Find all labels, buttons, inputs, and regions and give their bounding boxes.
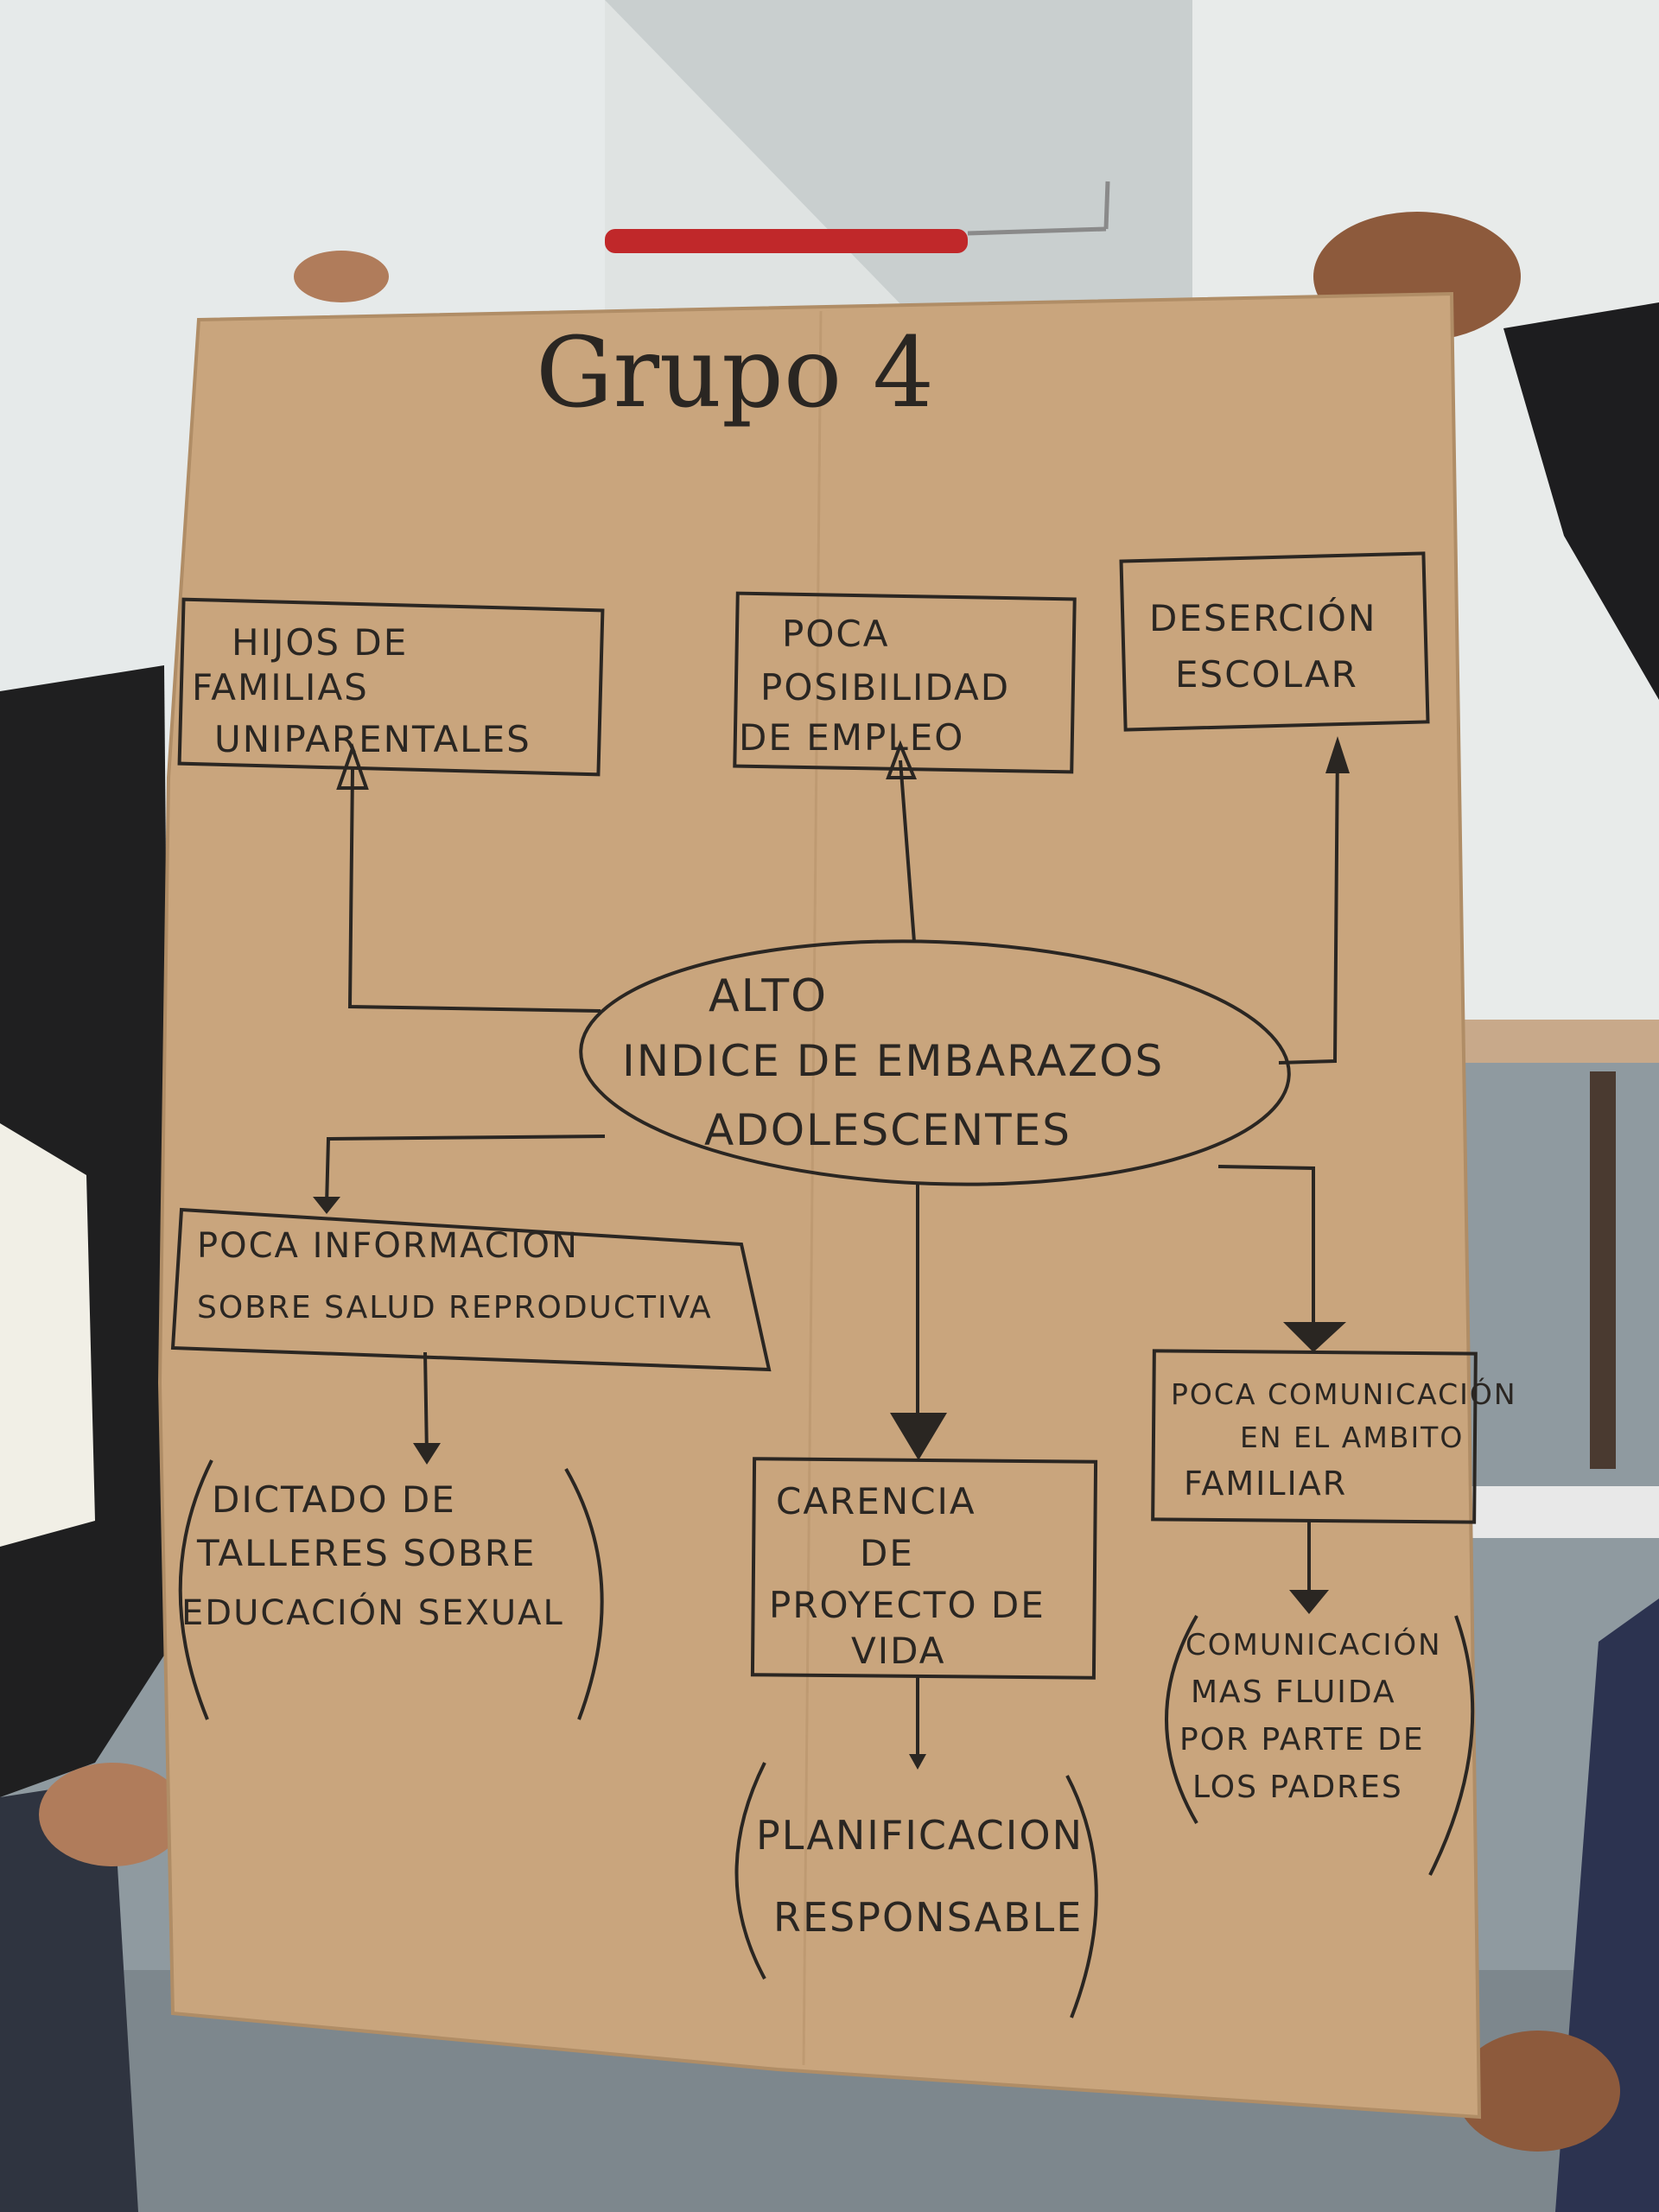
effect-box-1: HIJOS DE FAMILIAS UNIPARENTALES bbox=[177, 597, 605, 777]
solution-3-line-4: LOS PADRES bbox=[1192, 1770, 1403, 1805]
arrow-heads bbox=[313, 736, 1350, 1770]
person-right bbox=[1313, 212, 1659, 2212]
cause-3-line-3: FAMILIAR bbox=[1184, 1465, 1347, 1503]
cause-1-line-1: POCA INFORMACION bbox=[197, 1226, 579, 1266]
cause-box-2: CARENCIA DE PROYECTO DE VIDA bbox=[750, 1457, 1098, 1680]
cause-2-line-2: DE bbox=[860, 1532, 914, 1574]
effect-3-line-1: DESERCIÓN bbox=[1149, 596, 1376, 639]
cause-box-1: POCA INFORMACION SOBRE SALUD REPRODUCTIV… bbox=[170, 1207, 772, 1372]
effect-2-line-1: POCA bbox=[782, 613, 889, 655]
effect-2-line-2: POSIBILIDAD bbox=[760, 666, 1010, 709]
arrow-to-solution-1 bbox=[423, 1351, 429, 1457]
effect-3-line-2: ESCOLAR bbox=[1175, 653, 1358, 696]
cause-2-line-4: VIDA bbox=[851, 1630, 945, 1672]
arrowhead-cause-1 bbox=[313, 1197, 340, 1214]
solution-2-line-2: RESPONSABLE bbox=[773, 1894, 1083, 1941]
effect-2-line-3: DE EMPLEO bbox=[739, 716, 964, 759]
arrowhead-solution-1 bbox=[413, 1443, 441, 1465]
solution-3-line-3: POR PARTE DE bbox=[1179, 1722, 1425, 1758]
center-line-2: INDICE DE EMBARAZOS bbox=[622, 1036, 1164, 1086]
solution-3-line-2: MAS FLUIDA bbox=[1191, 1675, 1396, 1710]
person-left bbox=[0, 251, 389, 2212]
arrowhead-effect-3 bbox=[1325, 736, 1350, 773]
poster-fold bbox=[802, 310, 823, 2066]
solution-2: PLANIFICACION RESPONSABLE bbox=[734, 1762, 1098, 2018]
solution-2-line-1: PLANIFICACION bbox=[756, 1812, 1084, 1859]
effect-box-2: POCA POSIBILIDAD DE EMPLEO bbox=[733, 591, 1077, 774]
arrow-to-effect-1 bbox=[347, 768, 601, 1013]
cause-2-line-1: CARENCIA bbox=[776, 1480, 976, 1522]
cause-box-3: POCA COMUNICACIÓN EN EL AMBITO FAMILIAR bbox=[1151, 1349, 1517, 1524]
effect-1-line-3: UNIPARENTALES bbox=[214, 718, 531, 760]
central-problem-oval: ALTO INDICE DE EMBARAZOS ADOLESCENTES bbox=[579, 939, 1291, 1186]
cause-3-line-1: POCA COMUNICACIÓN bbox=[1171, 1376, 1517, 1411]
cause-1-line-2: SOBRE SALUD REPRODUCTIVA bbox=[197, 1290, 713, 1325]
solution-3-line-1: COMUNICACIÓN bbox=[1185, 1627, 1442, 1662]
effect-1-line-1: HIJOS DE bbox=[232, 621, 408, 664]
arrow-to-cause-1 bbox=[325, 1135, 606, 1206]
red-pipe bbox=[605, 181, 1110, 253]
poster-paper bbox=[157, 291, 1482, 2120]
effect-1-line-2: FAMILIAS bbox=[192, 666, 369, 709]
arrowhead-effect-2 bbox=[886, 740, 918, 779]
arrow-to-effect-3 bbox=[1278, 742, 1339, 1065]
solution-1-line-3: EDUCACIÓN SEXUAL bbox=[181, 1592, 564, 1633]
poster-title: Grupo 4 bbox=[536, 317, 934, 429]
solution-3: COMUNICACIÓN MAS FLUIDA POR PARTE DE LOS… bbox=[1165, 1614, 1475, 1876]
center-line-1: ALTO bbox=[709, 970, 828, 1022]
arrow-to-cause-3 bbox=[1217, 1165, 1315, 1331]
arrow-to-effect-2 bbox=[899, 760, 916, 943]
arrowhead-effect-1 bbox=[336, 742, 369, 790]
arrowhead-solution-3 bbox=[1289, 1590, 1329, 1614]
connector-arrows bbox=[325, 742, 1339, 1763]
effect-box-3: DESERCIÓN ESCOLAR bbox=[1119, 551, 1430, 732]
cause-3-line-2: EN EL AMBITO bbox=[1240, 1421, 1464, 1454]
center-line-3: ADOLESCENTES bbox=[704, 1105, 1071, 1155]
solution-1: DICTADO DE TALLERES SOBRE EDUCACIÓN SEXU… bbox=[178, 1459, 604, 1720]
solution-1-line-1: DICTADO DE bbox=[212, 1478, 456, 1521]
arrowhead-cause-3 bbox=[1283, 1322, 1346, 1352]
cause-2-line-3: PROYECTO DE bbox=[769, 1584, 1046, 1626]
arrowhead-solution-2 bbox=[909, 1754, 926, 1770]
arrowhead-cause-2 bbox=[890, 1413, 947, 1460]
solution-1-line-2: TALLERES SOBRE bbox=[196, 1532, 536, 1574]
